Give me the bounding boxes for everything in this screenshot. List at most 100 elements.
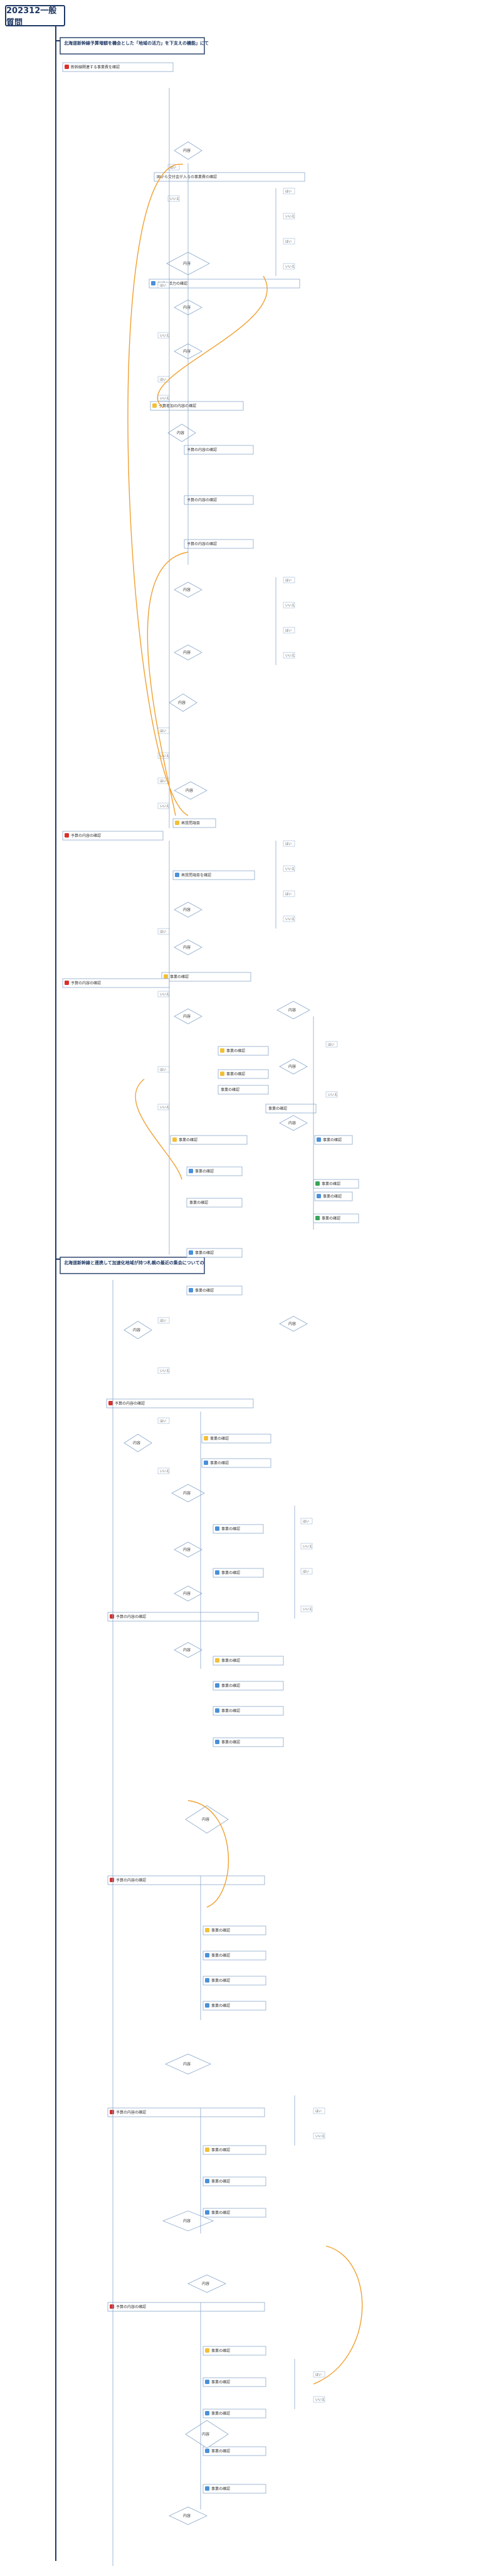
flow-node-label: 予算の内容の確認 [116, 2304, 146, 2309]
branch-label: はい [285, 190, 292, 194]
decision-label: 内容 [202, 1817, 209, 1822]
flow-node [107, 2302, 265, 2312]
yellow-marker-icon [205, 2348, 209, 2353]
decision-label: 内容 [183, 1547, 191, 1552]
red-marker-icon [65, 65, 69, 69]
branch-label-box [283, 627, 295, 634]
decision-diamond [167, 423, 196, 442]
flow-node [172, 870, 255, 880]
branch-label: はい [285, 629, 292, 633]
flow-node-label: 予算の内容の確認 [116, 1878, 146, 1883]
flow-node-label: 事業の確認 [195, 1169, 214, 1174]
flow-node [314, 1191, 353, 1201]
branch-label-box [283, 188, 295, 194]
flow-node-label: 事業の確認 [170, 974, 189, 979]
branch-label: はい [160, 1319, 166, 1323]
flow-node [186, 1198, 243, 1208]
branch-label: はい [315, 2373, 322, 2377]
flow-node-label: 事業の確認 [226, 1072, 245, 1077]
flow-node-label: 地域の活力の確認 [157, 281, 187, 286]
flow-node-label: 事業の確認 [211, 2449, 230, 2454]
red-marker-icon [110, 1878, 114, 1882]
blue-marker-icon [215, 1708, 219, 1713]
blue-marker-icon [317, 1194, 321, 1198]
branch-label-box [157, 1317, 170, 1324]
flow-node-label: 事業の確認 [211, 2380, 230, 2385]
flow-node [161, 972, 251, 982]
flow-node-label: 予算の内容の確認 [71, 833, 101, 838]
flow-node [172, 818, 216, 828]
decision-label: 内容 [183, 349, 191, 354]
decision-diamond [165, 2053, 211, 2075]
cross-link-curve [187, 1800, 229, 1908]
decision-label: 内容 [183, 1014, 191, 1019]
decision-diamond [169, 2506, 208, 2525]
flow-node [218, 1069, 269, 1079]
branch-label: いいえ [285, 265, 295, 269]
branch-label: はい [160, 378, 166, 382]
decision-label: 内容 [288, 1008, 296, 1013]
branch-label-box [157, 1367, 170, 1374]
branch-label-box [283, 840, 295, 847]
branch-label: はい [160, 1068, 166, 1072]
flow-node [202, 2377, 266, 2387]
branch-label: いいえ [160, 1470, 169, 1474]
decision-diamond [124, 1434, 152, 1452]
decision-diamond [279, 1115, 308, 1131]
branch-label-box [313, 2107, 325, 2114]
decision-diamond [174, 1541, 202, 1558]
cross-link-curve [157, 275, 268, 408]
decision-label: 内容 [288, 1321, 296, 1326]
decision-label: 内容 [183, 650, 191, 655]
yellow-marker-icon [204, 1436, 208, 1440]
decision-label: 内容 [183, 261, 191, 266]
flow-node-label: 事業の確認 [211, 2411, 230, 2416]
flow-node-label: 事業の確認 [221, 1570, 240, 1575]
blue-marker-icon [205, 2411, 209, 2415]
decision-diamond [174, 781, 208, 800]
branch-label-box [325, 1041, 338, 1048]
flow-node-label: 事業の確認 [211, 1953, 230, 1958]
branch-label: はい [160, 930, 166, 934]
branch-label-box [300, 1518, 313, 1525]
flow-node-label: 予算の内容の確認 [116, 2110, 146, 2115]
flow-node [154, 172, 305, 182]
flow-node [107, 2107, 265, 2117]
blue-marker-icon [204, 1461, 208, 1465]
blue-marker-icon [317, 1137, 321, 1142]
yellow-marker-icon [220, 1072, 224, 1076]
decision-label: 内容 [183, 945, 191, 950]
branch-label-box [283, 915, 295, 922]
flow-node [213, 1524, 264, 1534]
flow-node [213, 1681, 284, 1691]
branch-label: いいえ [315, 2398, 325, 2402]
decision-diamond [174, 644, 202, 661]
flow-node-label: 予算増加の内容の確認 [159, 403, 196, 408]
blue-marker-icon [215, 1740, 219, 1744]
branch-label: いいえ [160, 397, 169, 401]
branch-label-box [283, 577, 295, 583]
decision-diamond [185, 2420, 229, 2449]
branch-label-box [157, 1417, 170, 1424]
flow-node [213, 1656, 284, 1666]
decision-label: 内容 [178, 700, 186, 705]
main-trunk-line [55, 26, 56, 2561]
branch-label: いいえ [160, 1106, 169, 1110]
yellow-marker-icon [164, 974, 168, 979]
green-marker-icon [315, 1181, 320, 1186]
cross-link-curve [313, 2245, 363, 2385]
branch-label: いいえ [285, 918, 295, 922]
red-marker-icon [110, 2110, 114, 2114]
flow-node [265, 1104, 317, 1114]
page-title: 202312一般質問 [5, 5, 65, 28]
flow-node-label: 事業の確認 [211, 1928, 230, 1933]
flow-node-label: 事業の確認 [211, 2486, 230, 2491]
green-marker-icon [315, 1216, 320, 1220]
yellow-marker-icon [175, 821, 179, 825]
branch-label: いいえ [160, 805, 169, 809]
red-marker-icon [65, 833, 69, 838]
flow-node [202, 2176, 266, 2186]
flow-node [213, 1737, 284, 1747]
decision-label: 内容 [183, 2513, 191, 2518]
flow-node [213, 1568, 264, 1578]
